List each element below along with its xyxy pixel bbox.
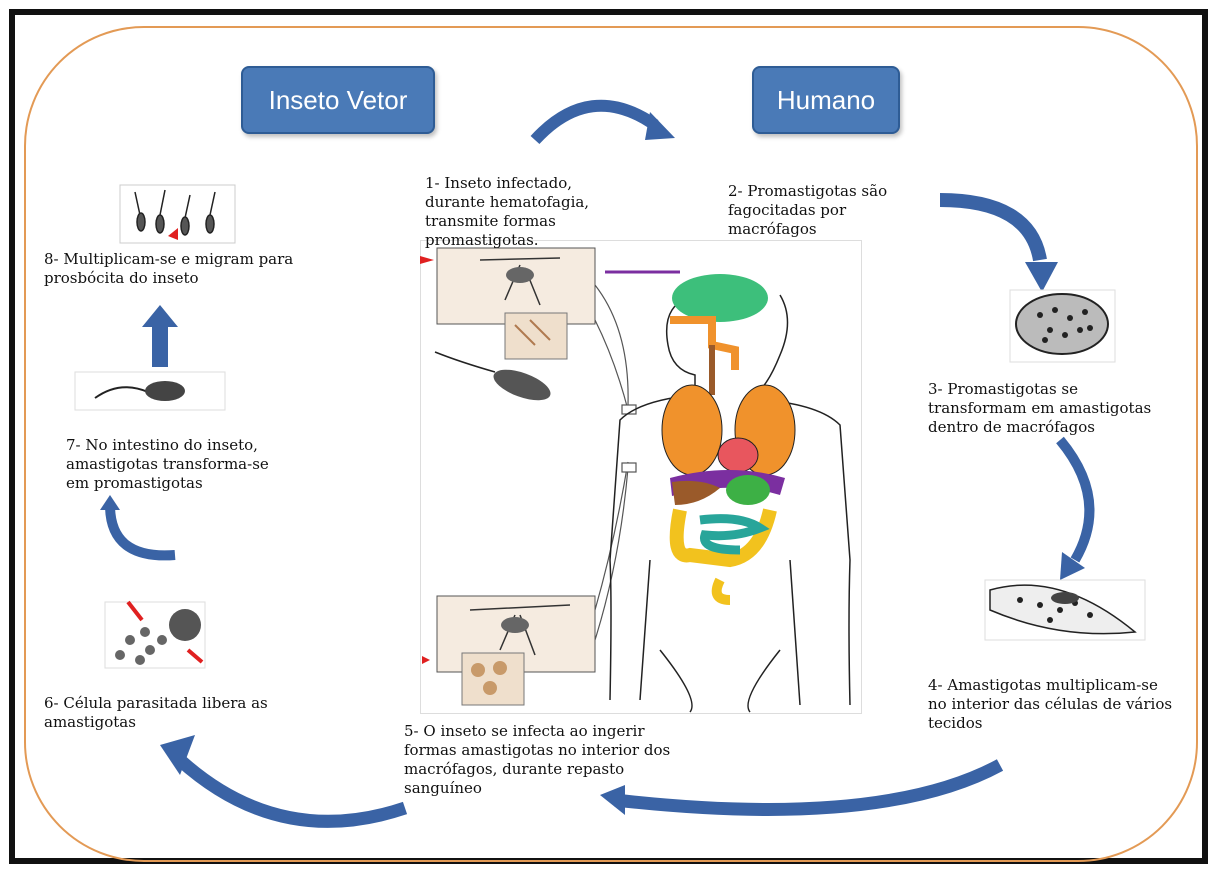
parasitized-cell-panel	[105, 602, 205, 668]
step-5-text: 5- O inseto se infecta ao ingerir formas…	[404, 722, 674, 798]
heart-icon	[718, 438, 758, 472]
promastigotes-multiplying-panel	[120, 185, 235, 243]
step-3-text: 3- Promastigotas se transformam em amast…	[928, 380, 1178, 437]
promastigote-center	[435, 352, 554, 407]
sandfly-bottom-panel	[422, 596, 595, 705]
arrow-3-to-4	[1060, 440, 1089, 580]
organs	[605, 272, 795, 600]
promastigote-panel	[75, 372, 225, 410]
step-4-text: 4- Amastigotas multiplicam-se no interio…	[928, 676, 1178, 733]
tissue-cell-panel	[985, 580, 1145, 640]
arrow-5-to-6	[160, 735, 405, 821]
step-6-text: 6- Célula parasitada libera as amastigot…	[44, 694, 284, 732]
human-body-outline	[610, 295, 850, 712]
arrow-7-to-8	[142, 305, 178, 367]
step-8-text: 8- Multiplicam-se e migram para prosbóci…	[44, 250, 294, 288]
stomach-icon	[726, 475, 770, 505]
step-7-text: 7- No intestino do inseto, amastigotas t…	[66, 436, 296, 493]
step-2-text: 2- Promastigotas são fagocitadas por mac…	[728, 182, 903, 239]
brain-icon	[672, 274, 768, 322]
arrow-6-to-7	[100, 495, 175, 555]
connector-lines	[595, 285, 636, 640]
top-arrow	[535, 106, 675, 140]
sandfly-top-panel	[420, 248, 595, 359]
arrow-2-to-3	[940, 200, 1058, 292]
left-lung-icon	[662, 385, 722, 475]
macrophage-panel	[1010, 290, 1115, 362]
step-1-text: 1- Inseto infectado, durante hematofagia…	[425, 174, 635, 250]
